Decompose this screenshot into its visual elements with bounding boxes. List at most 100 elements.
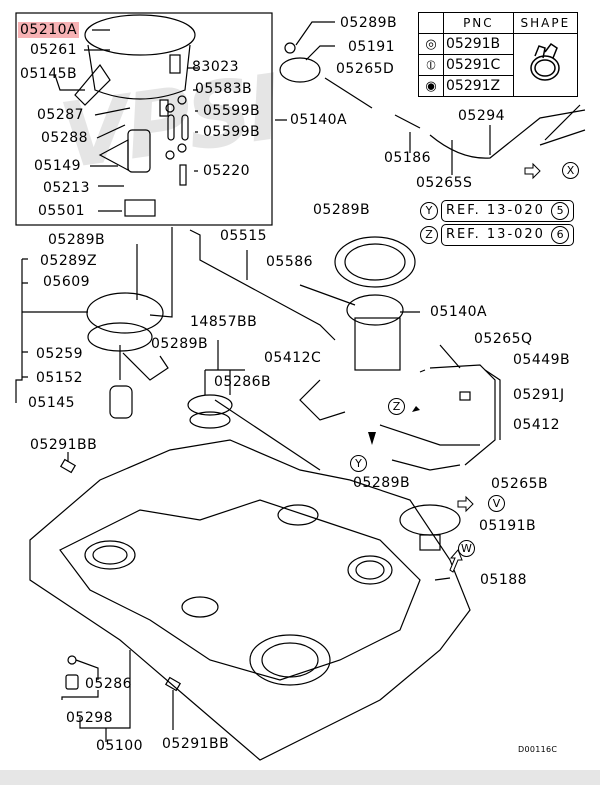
pnc-symbol-icon: ◎ xyxy=(418,33,444,55)
part-label-05265B[interactable]: 05265B xyxy=(491,476,549,492)
marker-z: Z xyxy=(388,398,405,415)
pnc-header-pnc: PNC xyxy=(443,12,514,34)
part-label-05289B-2[interactable]: 05289B xyxy=(313,202,371,218)
part-label-05289B-5[interactable]: 05289B xyxy=(353,475,411,491)
tube-05412 xyxy=(379,424,480,446)
part-label-05149[interactable]: 05149 xyxy=(34,158,82,174)
pump-assembly-frame xyxy=(15,12,273,226)
pnc-header-symbol xyxy=(418,12,444,34)
pnc-value[interactable]: 05291B xyxy=(443,33,514,55)
pnc-row: ◉ 05291Z xyxy=(418,75,578,97)
pump-holder xyxy=(124,199,156,217)
pnc-header-shape: SHAPE xyxy=(512,12,579,34)
connector-83023 xyxy=(169,54,181,74)
part-label-05220[interactable]: 05220 xyxy=(203,163,251,179)
part-label-05412[interactable]: 05412 xyxy=(513,417,561,433)
part-label-05599B-1[interactable]: 05599B xyxy=(203,103,261,119)
part-label-05259[interactable]: 05259 xyxy=(36,346,84,362)
marker-v: V xyxy=(488,495,505,512)
part-label-05289B-1[interactable]: 05289B xyxy=(340,15,398,31)
part-label-05291J[interactable]: 05291J xyxy=(513,387,565,403)
arrow-x xyxy=(524,162,541,180)
pnc-legend-table: PNC SHAPE ◎ 05291B ⦶ 05291C ◉ 05291 xyxy=(418,12,579,97)
part-label-05186[interactable]: 05186 xyxy=(384,150,432,166)
footer-bar xyxy=(0,770,600,785)
pump-filter xyxy=(98,138,129,172)
pump-module-05140A xyxy=(346,294,404,326)
filler-hose xyxy=(429,109,586,159)
part-label-05152[interactable]: 05152 xyxy=(36,370,84,386)
part-label-05188[interactable]: 05188 xyxy=(480,572,528,588)
part-label-05261[interactable]: 05261 xyxy=(30,42,78,58)
part-label-05291BB-2[interactable]: 05291BB xyxy=(162,736,230,752)
part-label-05286B[interactable]: 05286B xyxy=(214,374,272,390)
ref-page: 5 xyxy=(551,202,570,220)
tube-05515 xyxy=(189,229,336,341)
fuel-level-sender xyxy=(122,352,169,381)
pnc-symbol-icon: ⦶ xyxy=(418,54,444,76)
pnc-row: ◎ 05291B xyxy=(418,33,579,97)
pnc-value[interactable]: 05291C xyxy=(443,54,514,76)
part-label-05291BB-1[interactable]: 05291BB xyxy=(30,437,98,453)
tube-05412C xyxy=(299,379,346,421)
diagram-code: D00116C xyxy=(518,745,558,754)
part-label-05289Z[interactable]: 05289Z xyxy=(40,253,98,269)
part-label-05449B[interactable]: 05449B xyxy=(513,352,571,368)
part-label-14857BB[interactable]: 14857BB xyxy=(190,314,258,330)
vent-valve xyxy=(394,114,421,129)
part-label-05515[interactable]: 05515 xyxy=(220,228,268,244)
pnc-value[interactable]: 05291Z xyxy=(443,75,514,97)
part-label-05213[interactable]: 05213 xyxy=(43,180,91,196)
part-label-05286[interactable]: 05286 xyxy=(85,676,133,692)
part-label-05265S[interactable]: 05265S xyxy=(416,175,473,191)
arrow-z xyxy=(412,406,420,412)
ref-text: REF. 13-020 xyxy=(446,203,545,218)
gasket-05586 xyxy=(334,236,416,288)
part-label-05599B-2[interactable]: 05599B xyxy=(203,124,261,140)
part-label-05100[interactable]: 05100 xyxy=(96,738,144,754)
part-label-05583B[interactable]: 05583B xyxy=(195,81,253,97)
part-label-05289B-3[interactable]: 05289B xyxy=(48,232,106,248)
part-label-05287[interactable]: 05287 xyxy=(37,107,85,123)
part-label-05140A-1[interactable]: 05140A xyxy=(290,112,348,128)
marker-w: W xyxy=(458,540,475,557)
hose-05265D xyxy=(324,77,373,109)
part-label-05609[interactable]: 05609 xyxy=(43,274,91,290)
pump-module-top xyxy=(84,14,196,56)
part-label-83023[interactable]: 83023 xyxy=(192,59,240,75)
pump-bracket xyxy=(74,63,111,106)
part-label-05586[interactable]: 05586 xyxy=(266,254,314,270)
fuel-tank-outline xyxy=(29,439,471,761)
fuel-filter-05152 xyxy=(109,385,133,419)
arrow-y xyxy=(368,432,376,445)
marker-y: Y xyxy=(350,455,367,472)
ref-page: 6 xyxy=(551,226,570,244)
part-label-05294[interactable]: 05294 xyxy=(458,108,506,124)
tube-05449B xyxy=(429,364,496,466)
part-label-05288[interactable]: 05288 xyxy=(41,130,89,146)
part-label-05265D[interactable]: 05265D xyxy=(336,61,395,77)
marker-x: X xyxy=(562,162,579,179)
fuel-pump xyxy=(127,129,151,173)
part-label-05210A[interactable]: 05210A xyxy=(18,22,80,38)
pump-flange xyxy=(86,292,164,334)
part-label-05145B[interactable]: 05145B xyxy=(20,66,78,82)
part-label-05140A-2[interactable]: 05140A xyxy=(430,304,488,320)
part-label-05412C[interactable]: 05412C xyxy=(264,350,322,366)
hose-clamp-icon xyxy=(512,33,579,97)
part-label-05289B-4[interactable]: 05289B xyxy=(151,336,209,352)
part-label-05298[interactable]: 05298 xyxy=(66,710,114,726)
arrow-w xyxy=(449,549,463,573)
part-label-05265Q[interactable]: 05265Q xyxy=(474,331,533,347)
part-label-05191B[interactable]: 05191B xyxy=(479,518,537,534)
part-label-05191[interactable]: 05191 xyxy=(348,39,396,55)
hose-05265B xyxy=(391,459,461,471)
part-label-05145[interactable]: 05145 xyxy=(28,395,76,411)
pnc-table-header: PNC SHAPE xyxy=(418,12,579,34)
part-label-05501[interactable]: 05501 xyxy=(38,203,86,219)
filler-cap xyxy=(279,57,321,83)
